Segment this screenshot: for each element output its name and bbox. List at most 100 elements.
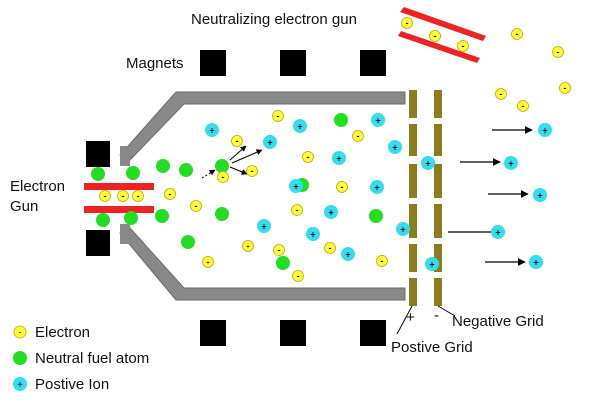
neutral-atom xyxy=(126,166,140,180)
ion-sign: + xyxy=(209,126,214,136)
magnet-gun-top xyxy=(86,141,110,167)
neutralizing-gun-bar-top xyxy=(400,7,486,41)
electron xyxy=(242,240,254,252)
magnets-label: Magnets xyxy=(126,55,184,72)
ion-sign: + xyxy=(297,122,302,132)
electron xyxy=(202,256,214,268)
positive-ion xyxy=(388,140,402,154)
positive-grid-sign: + xyxy=(406,309,415,326)
electron-sign: - xyxy=(195,201,198,211)
ion-sign: + xyxy=(345,250,350,260)
electron-sign: - xyxy=(557,47,560,57)
magnet-top-1 xyxy=(200,50,226,76)
ion-sign: + xyxy=(508,159,513,169)
positive-ion xyxy=(306,227,320,241)
magnet-bottom-3 xyxy=(360,320,386,346)
electron xyxy=(559,82,571,94)
negative-grid-leader xyxy=(437,305,456,317)
electron-sign: - xyxy=(137,191,140,201)
ion-sign: + xyxy=(375,116,380,126)
electron-sign: - xyxy=(307,152,310,162)
neutral-atom xyxy=(215,207,229,221)
electron-sign: - xyxy=(516,29,519,39)
collision-arrow-right xyxy=(231,149,263,164)
electron-sign: - xyxy=(434,31,437,41)
neutral-atom xyxy=(276,256,290,270)
magnet-bottom-2 xyxy=(280,320,306,346)
legend: - Electron Neutral fuel atom + Postive I… xyxy=(13,324,149,393)
positive-ion xyxy=(263,135,277,149)
electron-sign: - xyxy=(329,243,332,253)
electron-gun-label-line2: Gun xyxy=(10,198,38,215)
positive-ion xyxy=(289,179,303,193)
neutral-atom xyxy=(91,167,105,181)
collision-arrow-in xyxy=(201,169,216,179)
electron xyxy=(217,171,229,183)
electron xyxy=(511,28,523,40)
positive-ion xyxy=(324,205,338,219)
positive-ion xyxy=(332,151,346,165)
chamber-wall-bottom xyxy=(119,227,406,301)
positive-ion xyxy=(425,257,439,271)
electron xyxy=(292,270,304,282)
positive-ion xyxy=(370,180,384,194)
electron-sign: - xyxy=(251,166,254,176)
positive-ion xyxy=(504,156,518,170)
positive-ion xyxy=(538,123,552,137)
collision-arrow-down xyxy=(229,166,248,175)
neutral-atom xyxy=(155,209,169,223)
positive-ion xyxy=(421,156,435,170)
electron xyxy=(324,242,336,254)
electron-sign: - xyxy=(278,245,281,255)
electron xyxy=(517,100,529,112)
electron-sign: - xyxy=(357,131,360,141)
positive-ion xyxy=(293,119,307,133)
collision-arrow-up xyxy=(229,145,247,161)
ion-sign: + xyxy=(533,258,538,268)
electron-gun-bar-top xyxy=(84,183,154,190)
positive-ion xyxy=(529,255,543,269)
legend-neutral-swatch xyxy=(13,351,27,365)
electron-sign: - xyxy=(104,191,107,201)
ion-sign: + xyxy=(400,225,405,235)
electron xyxy=(376,255,388,267)
ion-sign: + xyxy=(495,228,500,238)
legend-neutral-label: Neutral fuel atom xyxy=(35,350,149,367)
electron-sign: - xyxy=(341,182,344,192)
positive-ion xyxy=(396,222,410,236)
electron-sign: - xyxy=(169,189,172,199)
electron xyxy=(246,165,258,177)
electron xyxy=(352,130,364,142)
magnet-bottom-1 xyxy=(200,320,226,346)
legend-electron-swatch-mark: - xyxy=(19,327,22,337)
ion-sign: + xyxy=(261,222,266,232)
neutral-atom xyxy=(156,159,170,173)
electron-sign: - xyxy=(381,256,384,266)
electron-sign: - xyxy=(297,271,300,281)
magnet-top-2 xyxy=(280,50,306,76)
chamber-wall-left-bottom xyxy=(120,224,130,244)
neutralizing-gun-bar-bottom xyxy=(398,31,480,63)
electron xyxy=(164,188,176,200)
electron xyxy=(457,40,469,52)
neutral-atom xyxy=(181,235,195,249)
particles: ---------------------------+++++++++++++… xyxy=(91,17,571,282)
negative-grid-label: Negative Grid xyxy=(452,313,544,330)
electron-sign: - xyxy=(296,205,299,215)
electron-gun-label-line1: Electron xyxy=(10,178,65,195)
neutralizing-gun-label: Neutralizing electron gun xyxy=(191,11,357,28)
electron xyxy=(231,135,243,147)
magnet-top-3 xyxy=(360,50,386,76)
ion-sign: + xyxy=(429,260,434,270)
electron-sign: - xyxy=(522,101,525,111)
positive-grid xyxy=(409,90,417,306)
electron xyxy=(302,151,314,163)
electron xyxy=(190,200,202,212)
electron xyxy=(429,30,441,42)
neutral-atom xyxy=(215,159,229,173)
electron-sign: - xyxy=(564,83,567,93)
ion-sign: + xyxy=(293,182,298,192)
electron-sign: - xyxy=(222,172,225,182)
chamber-wall-left-top xyxy=(120,146,130,166)
electron xyxy=(273,244,285,256)
